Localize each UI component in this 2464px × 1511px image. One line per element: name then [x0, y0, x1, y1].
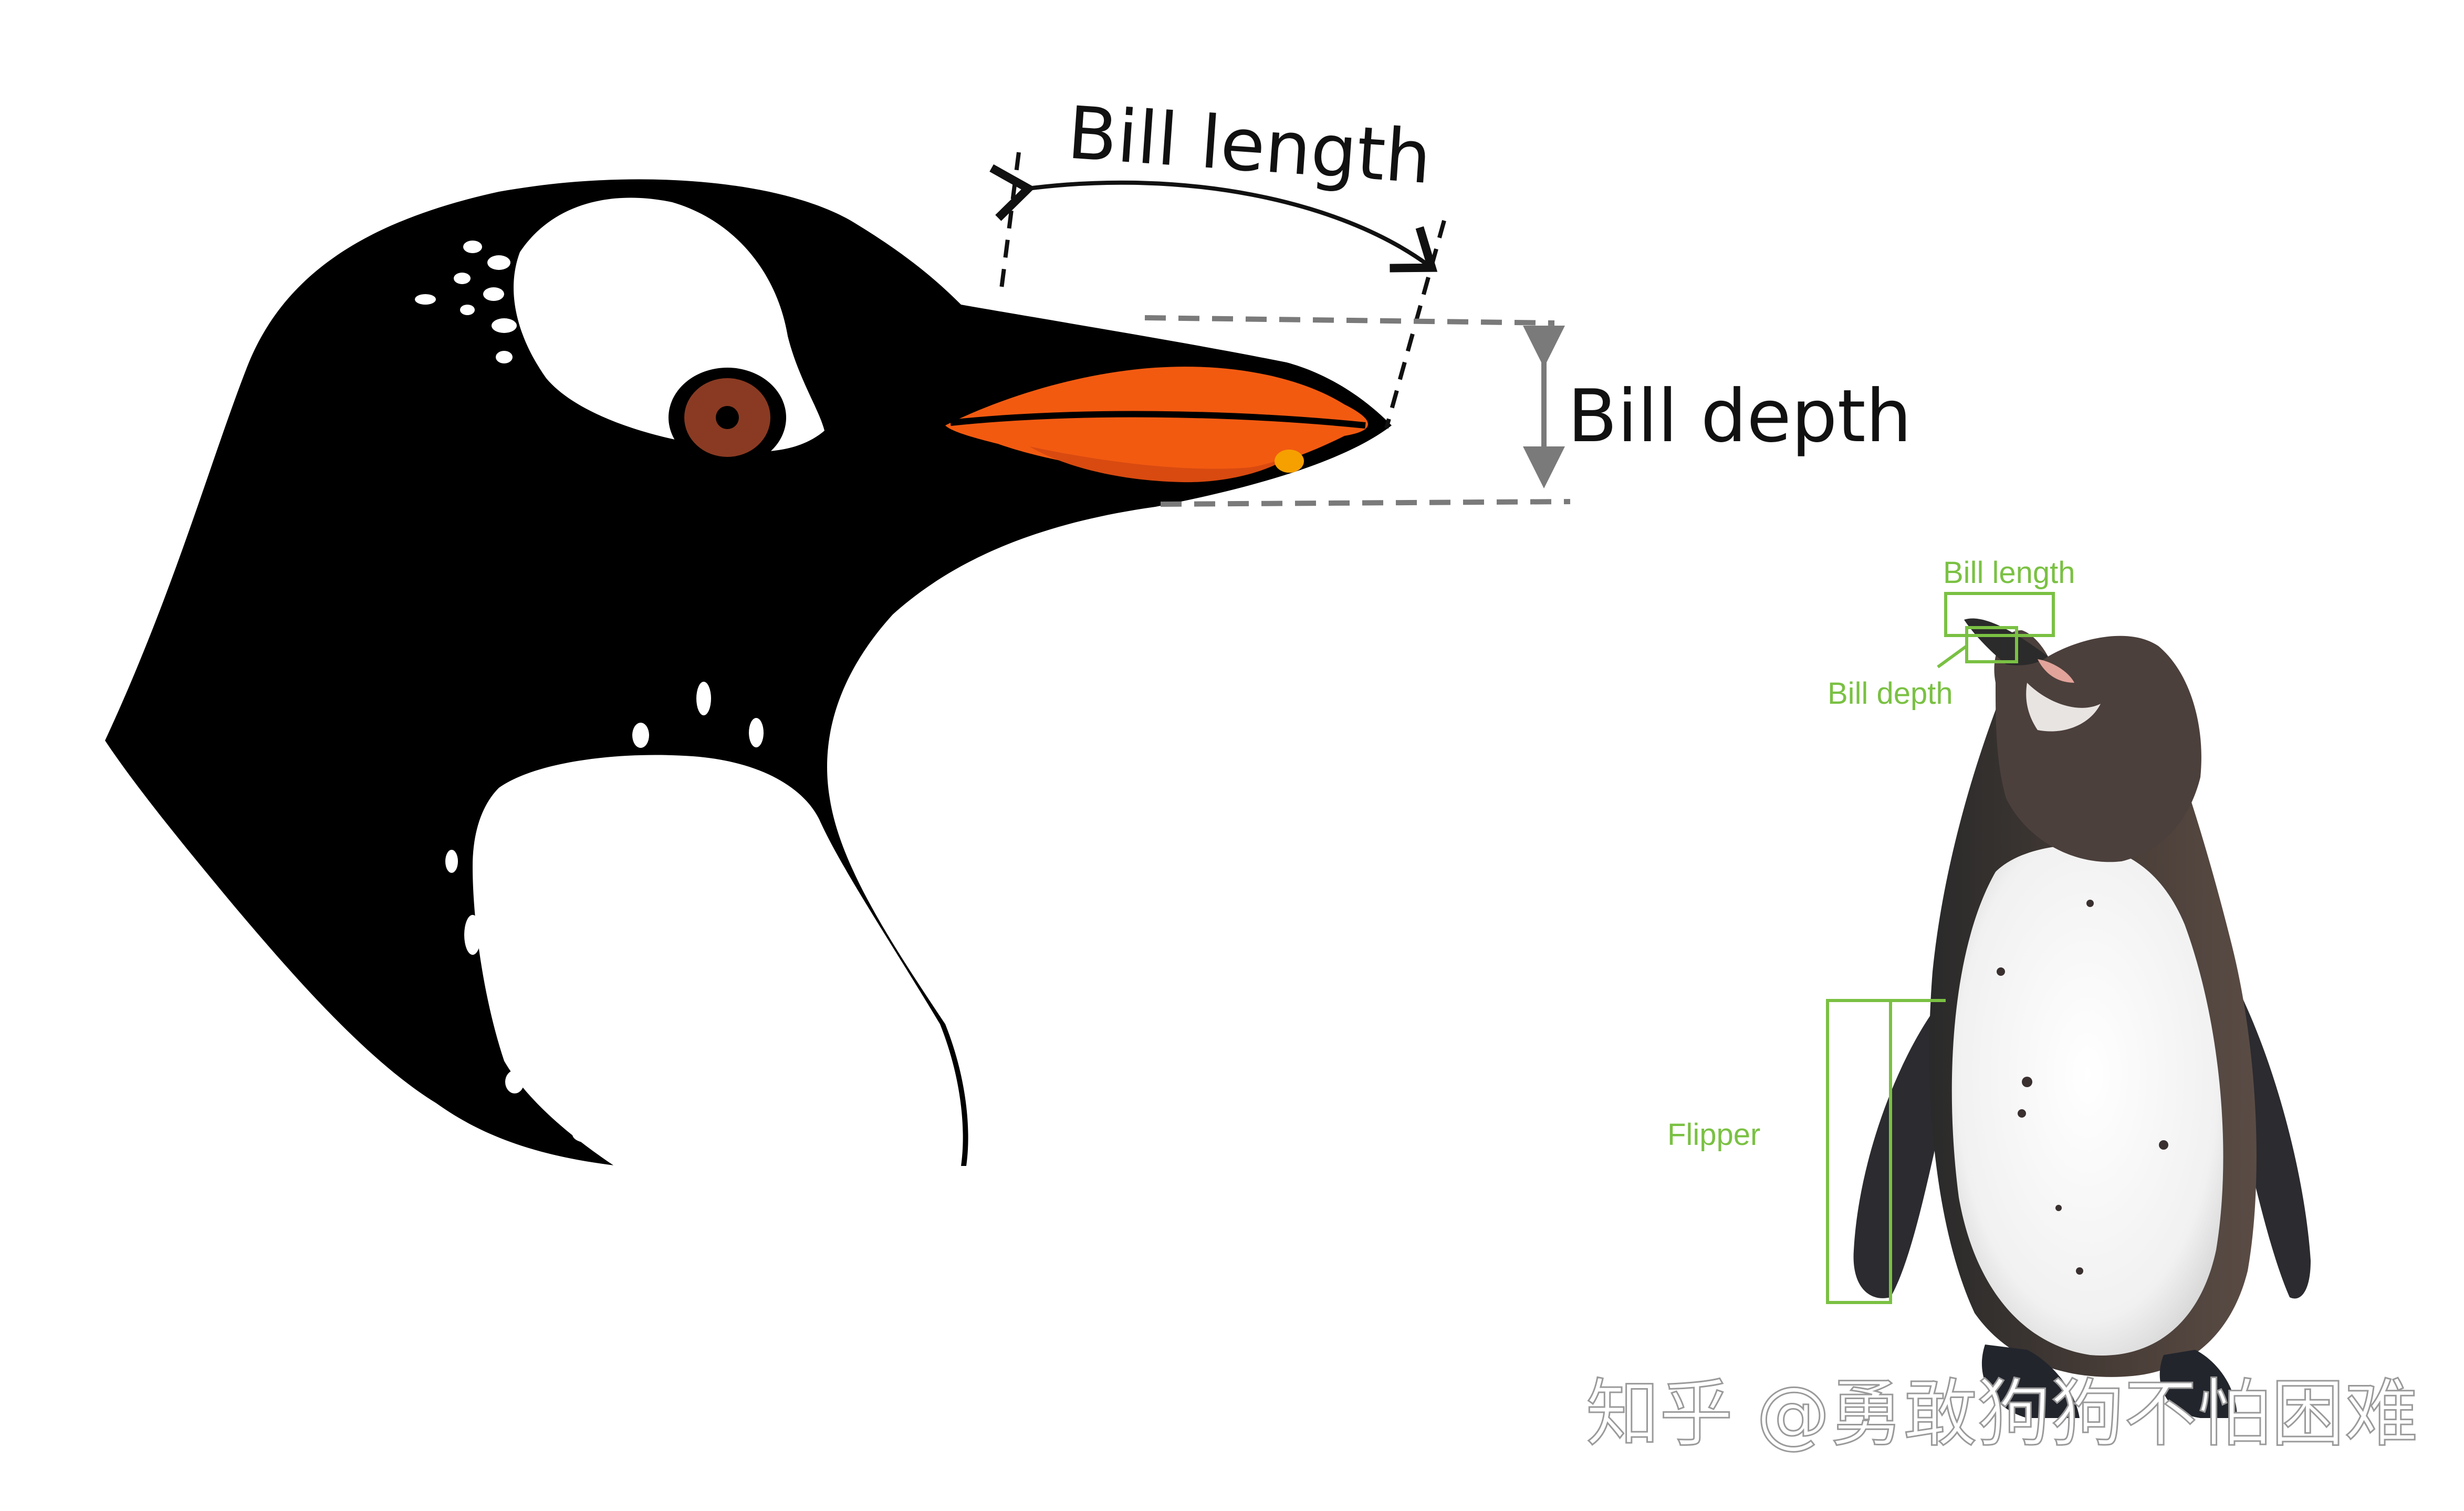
bill-length-box	[1944, 592, 2055, 637]
chest-flecks	[445, 682, 764, 1143]
photo-beak-pink	[2038, 659, 2074, 683]
belly-spots	[1997, 900, 2168, 1275]
bill-shade	[1029, 446, 1297, 483]
photo-bill-depth-label: Bill depth	[1828, 676, 1953, 711]
photo-bill-length-label: Bill length	[1943, 556, 2075, 590]
penguin-photo	[1853, 618, 2311, 1418]
bill-tip-spot	[1275, 450, 1304, 473]
photo-head	[1994, 630, 2201, 862]
bill-depth-guide-bottom	[1160, 499, 1571, 507]
photo-flipper-label: Flipper	[1667, 1118, 1760, 1152]
photo-annotations	[1826, 592, 2055, 1304]
photo-beak	[1964, 618, 2048, 665]
penguin-head-illustration	[105, 179, 1392, 1166]
bill-length-arrow	[989, 164, 1438, 273]
bill-depth-box	[1965, 626, 2018, 663]
bill-line	[950, 411, 1366, 429]
bill-length-guide-left	[998, 152, 1021, 297]
head-speckles	[415, 241, 517, 363]
bill-length-guide-right	[1384, 220, 1446, 429]
flipper-box	[1826, 999, 1892, 1304]
eye	[669, 368, 786, 467]
belly	[1951, 845, 2223, 1356]
bill-depth-label: Bill depth	[1568, 374, 1912, 458]
left-flipper	[1853, 998, 1943, 1298]
bill-depth-guide-top	[1144, 315, 1555, 326]
face-stripe	[2026, 683, 2101, 732]
photo-feet	[1981, 1345, 2237, 1418]
bill-orange	[945, 367, 1368, 475]
watermark: 知乎 @勇敢狗狗不怕困难	[1586, 1371, 2418, 1457]
bill-depth-leader	[1937, 644, 1968, 669]
chest-white	[473, 755, 963, 1166]
